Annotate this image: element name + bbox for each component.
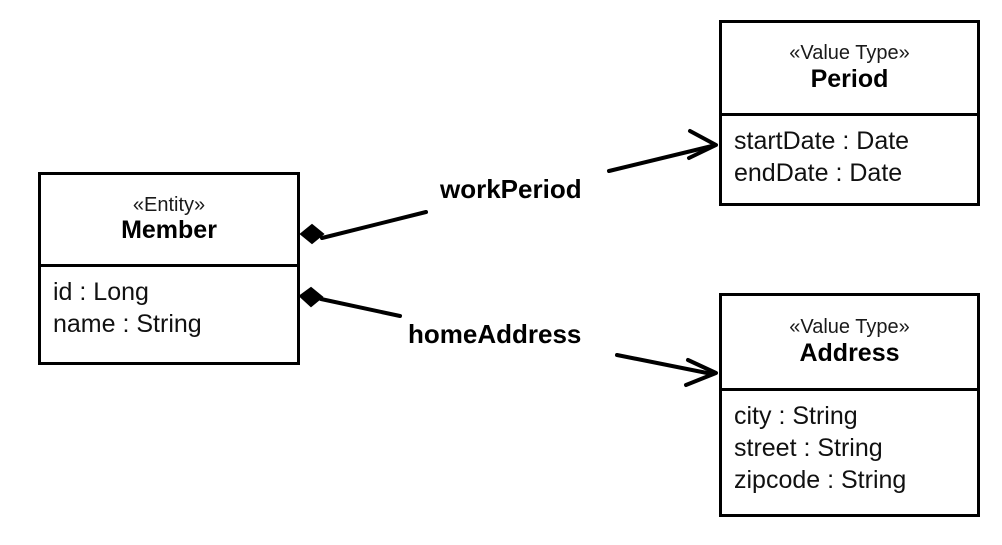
association-label-work-period: workPeriod — [436, 175, 586, 204]
uml-class-member-attributes: id : Long name : String — [41, 267, 297, 362]
uml-class-period-attributes: startDate : Date endDate : Date — [722, 116, 977, 203]
uml-class-address-name: Address — [799, 338, 900, 367]
uml-class-address[interactable]: «Value Type» Address city : String stree… — [719, 293, 980, 517]
edge-line-work-period-left — [320, 210, 428, 240]
uml-class-period-header: «Value Type» Period — [722, 23, 977, 116]
edge-line-work-period-right — [607, 144, 714, 173]
uml-class-address-stereotype: «Value Type» — [789, 316, 910, 339]
uml-class-member-name: Member — [121, 216, 217, 245]
uml-class-address-header: «Value Type» Address — [722, 296, 977, 391]
association-label-home-address: homeAddress — [404, 320, 586, 349]
uml-class-member-stereotype: «Entity» — [132, 193, 206, 216]
edge-line-home-address-left — [319, 297, 402, 318]
open-arrowhead-work-period — [687, 129, 718, 160]
uml-attribute: zipcode : String — [734, 466, 907, 494]
uml-attribute: startDate : Date — [734, 127, 910, 155]
uml-class-period-stereotype: «Value Type» — [789, 42, 910, 65]
uml-class-address-attributes: city : String street : String zipcode : … — [722, 391, 977, 514]
uml-attribute: street : String — [734, 434, 883, 462]
edge-line-home-address-right — [615, 353, 714, 376]
uml-attribute: endDate : Date — [734, 159, 903, 187]
uml-class-period[interactable]: «Value Type» Period startDate : Date end… — [719, 20, 980, 206]
uml-class-member[interactable]: «Entity» Member id : Long name : String — [38, 172, 300, 365]
uml-attribute: city : String — [734, 402, 858, 430]
uml-class-member-header: «Entity» Member — [41, 175, 297, 267]
uml-attribute: id : Long — [53, 278, 149, 306]
uml-attribute: name : String — [53, 310, 202, 338]
composition-diamond-work-period — [299, 223, 325, 245]
composition-diamond-home-address — [298, 286, 324, 308]
uml-class-period-name: Period — [810, 64, 889, 93]
open-arrowhead-home-address — [684, 358, 718, 387]
